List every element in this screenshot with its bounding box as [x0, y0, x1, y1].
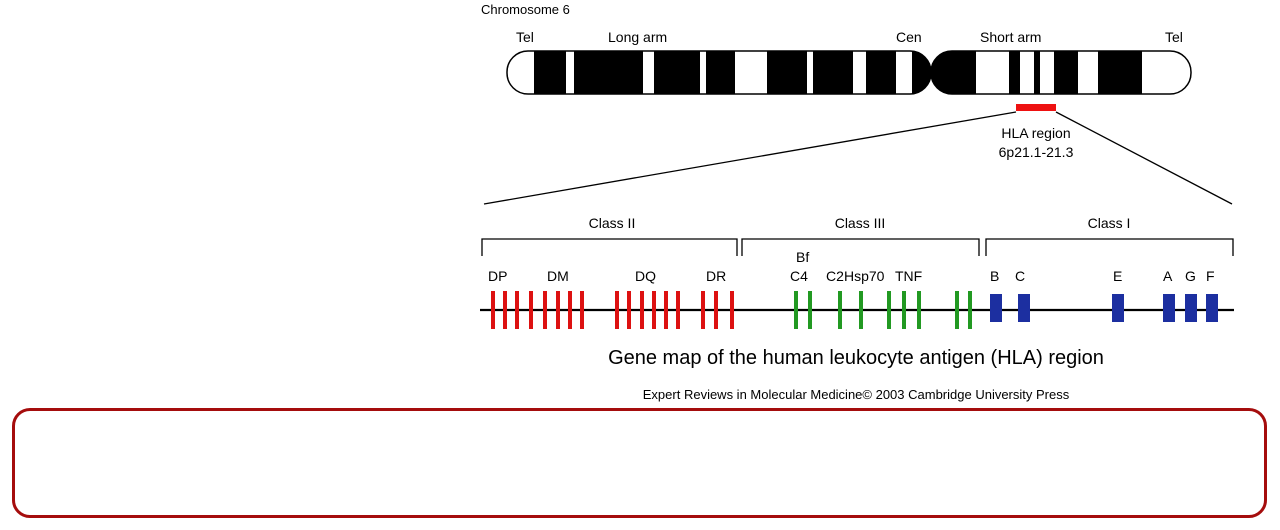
gene-label-a: A [1163, 268, 1173, 284]
short-arm-outline [930, 50, 1192, 95]
chromosome-title: Chromosome 6 [481, 2, 570, 17]
gene-label-dm: DM [547, 268, 569, 284]
gene-block-b [990, 294, 1002, 322]
class-iii-label: Class III [835, 215, 886, 231]
gene-tick [838, 291, 842, 329]
class-iii-genes [794, 291, 972, 329]
gene-tick [902, 291, 906, 329]
gene-label-b: B [990, 268, 999, 284]
gene-tick [676, 291, 680, 329]
class-ii-genes [491, 291, 734, 329]
label-tel-right: Tel [1165, 29, 1183, 45]
gene-label-f: F [1206, 268, 1215, 284]
class-ii-label: Class II [589, 215, 636, 231]
label-cen: Cen [896, 29, 922, 45]
chromosome-6 [506, 50, 1192, 95]
class-i-genes [990, 294, 1218, 322]
gene-tick [627, 291, 631, 329]
gene-tick [664, 291, 668, 329]
gene-tick [955, 291, 959, 329]
gene-label-dp: DP [488, 268, 507, 284]
gene-label-dq: DQ [635, 268, 656, 284]
class-iii-bracket [741, 238, 980, 256]
gene-tick [859, 291, 863, 329]
gene-label-g: G [1185, 268, 1196, 284]
gene-block-c [1018, 294, 1030, 322]
gene-label-tnf: TNF [895, 268, 922, 284]
copyright-credit: Expert Reviews in Molecular Medicine© 20… [643, 387, 1070, 402]
gene-block-e [1112, 294, 1124, 322]
gene-tick [515, 291, 519, 329]
gene-label-dr: DR [706, 268, 726, 284]
gene-label-bf: Bf [796, 249, 809, 265]
zoom-line-left [483, 111, 1017, 205]
class-i-bracket [985, 238, 1234, 256]
gene-label-c4: C4 [790, 268, 808, 284]
zoom-line-right [1055, 111, 1233, 205]
gene-tick [529, 291, 533, 329]
hla-region-band: 6p21.1-21.3 [999, 144, 1074, 160]
gene-tick [652, 291, 656, 329]
label-long-arm: Long arm [608, 29, 667, 45]
label-tel-left: Tel [516, 29, 534, 45]
gene-label-c: C [1015, 268, 1025, 284]
gene-block-f [1206, 294, 1218, 322]
gene-tick [714, 291, 718, 329]
gene-label-c2: C2 [826, 268, 844, 284]
gene-block-a [1163, 294, 1175, 322]
gene-labels: DP DM DQ DR Bf C4 C2 Hsp70 TNF B C E A G… [488, 249, 1215, 284]
class-i-label: Class I [1088, 215, 1131, 231]
gene-tick [794, 291, 798, 329]
gene-tick [730, 291, 734, 329]
gene-tick [701, 291, 705, 329]
short-arm-bands [931, 51, 1191, 94]
gene-tick [917, 291, 921, 329]
gene-tick [640, 291, 644, 329]
gene-tick [968, 291, 972, 329]
hla-region-marker [1016, 104, 1056, 111]
gene-label-hsp70: Hsp70 [844, 268, 885, 284]
gene-tick [808, 291, 812, 329]
gene-tick [503, 291, 507, 329]
gene-tick [580, 291, 584, 329]
class-ii-bracket [481, 238, 738, 256]
diagram-caption: Gene map of the human leukocyte antigen … [608, 347, 1104, 369]
gene-label-e: E [1113, 268, 1122, 284]
hla-region-label: HLA region [1001, 125, 1070, 141]
long-arm-bands [507, 51, 931, 94]
gene-tick [556, 291, 560, 329]
gene-tick [615, 291, 619, 329]
empty-annotation-frame [12, 408, 1267, 518]
gene-tick [543, 291, 547, 329]
gene-tick [491, 291, 495, 329]
gene-block-g [1185, 294, 1197, 322]
gene-tick [887, 291, 891, 329]
gene-tick [568, 291, 572, 329]
label-short-arm: Short arm [980, 29, 1041, 45]
